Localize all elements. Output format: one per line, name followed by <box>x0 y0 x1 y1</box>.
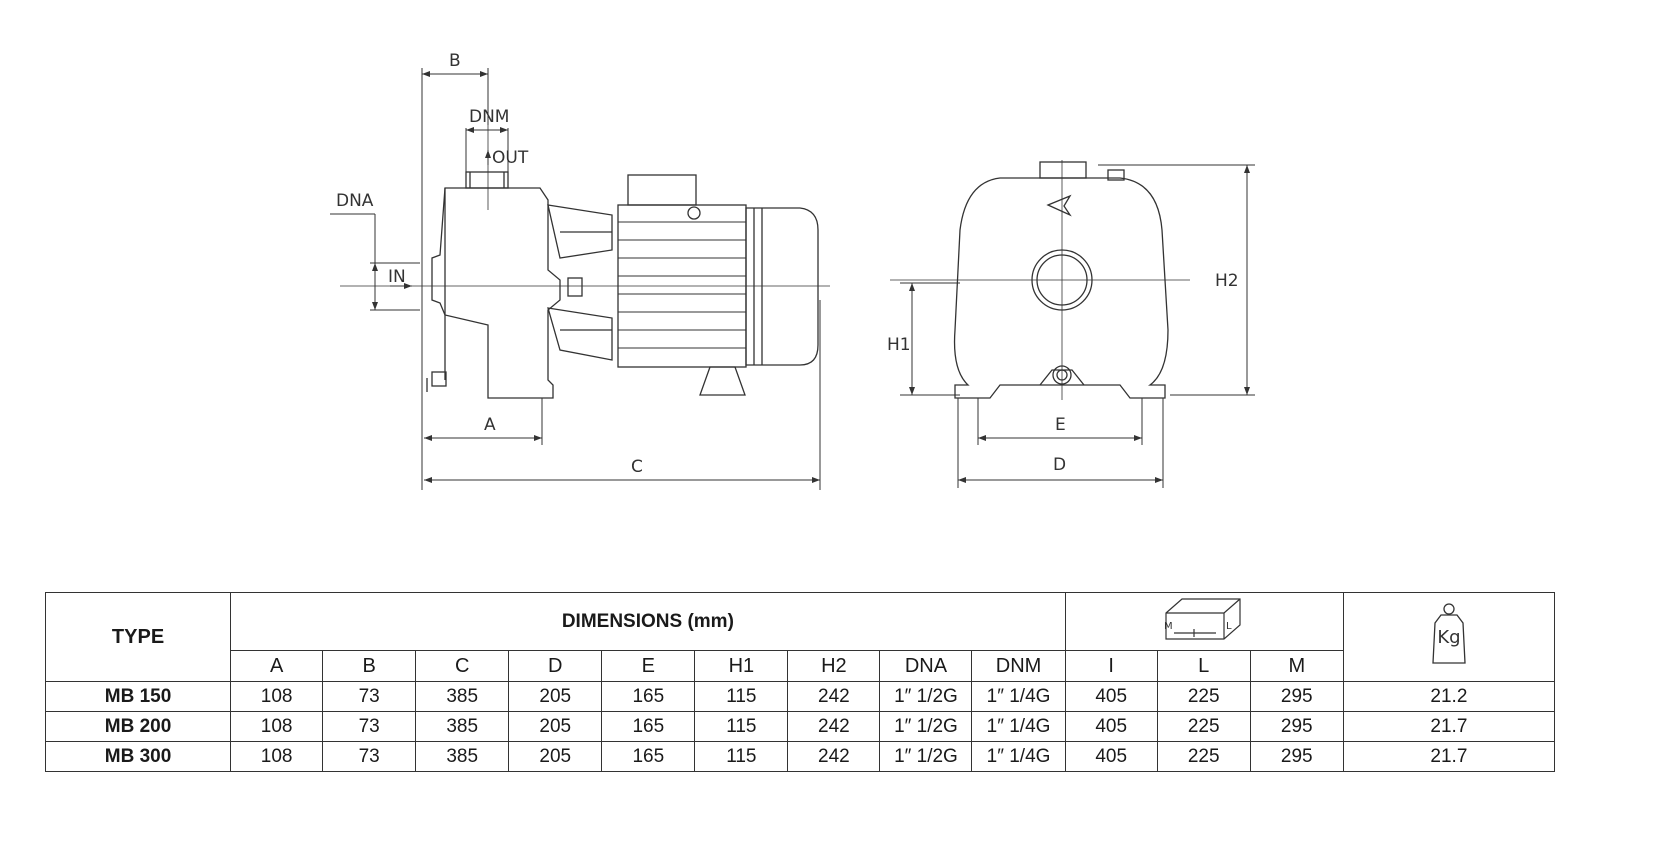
weight-header: Kg <box>1342 592 1556 682</box>
cell: 405 <box>1064 681 1158 712</box>
row-type: MB 150 <box>44 681 232 712</box>
weight-icon: Kg <box>1432 603 1466 664</box>
box-icon: M L <box>1164 597 1241 640</box>
row-type: MB 300 <box>44 741 232 772</box>
row-type: MB 200 <box>44 711 232 742</box>
dimensions-unit: (mm) <box>687 610 734 632</box>
label-h1: H1 <box>887 335 911 355</box>
cell: 73 <box>322 711 417 742</box>
cell: 295 <box>1249 711 1344 742</box>
cell: 205 <box>508 741 603 772</box>
cell: 108 <box>230 711 324 742</box>
col-l: L <box>1156 650 1251 682</box>
cell: 108 <box>230 681 324 712</box>
cell: 115 <box>694 711 789 742</box>
cell: 242 <box>787 711 881 742</box>
cell: 405 <box>1064 711 1158 742</box>
cell: 165 <box>601 681 696 712</box>
pump-side-view <box>340 125 830 399</box>
table-row: MB 150 108 73 385 205 165 115 242 1″ 1/2… <box>44 681 1556 712</box>
pump-front-view <box>890 160 1190 400</box>
cell: 295 <box>1249 741 1344 772</box>
cell: 1″ 1/2G <box>879 741 973 772</box>
cell: 165 <box>601 741 696 772</box>
col-b: B <box>322 650 417 682</box>
box-label-l: L <box>1226 621 1232 632</box>
cell: 405 <box>1064 741 1158 772</box>
col-h1: H1 <box>694 650 789 682</box>
label-out: OUT <box>492 148 529 168</box>
dimensions-header: DIMENSIONS (mm) <box>230 592 1066 651</box>
cell: 242 <box>787 681 881 712</box>
col-m: M <box>1249 650 1344 682</box>
dimensions-title: DIMENSIONS <box>561 610 683 632</box>
label-a: A <box>484 415 496 435</box>
front-dimension-lines <box>900 164 1255 488</box>
cell: 73 <box>322 741 417 772</box>
label-in: IN <box>388 267 406 287</box>
cell: 115 <box>694 741 789 772</box>
label-dna: DNA <box>336 191 374 211</box>
cell: 385 <box>415 681 510 712</box>
weight-label: Kg <box>1437 627 1460 648</box>
cell: 225 <box>1156 681 1251 712</box>
type-header: TYPE <box>44 592 232 682</box>
cell: 1″ 1/4G <box>971 711 1066 742</box>
cell: 385 <box>415 741 510 772</box>
cell: 205 <box>508 681 603 712</box>
table-row: MB 300 108 73 385 205 165 115 242 1″ 1/2… <box>44 741 1556 772</box>
label-h2: H2 <box>1215 271 1239 291</box>
col-c: C <box>415 650 510 682</box>
cell: 115 <box>694 681 789 712</box>
dimensions-table: TYPE DIMENSIONS (mm) M L <box>44 592 1556 772</box>
cell: 1″ 1/4G <box>971 681 1066 712</box>
weight-cell: 21.2 <box>1342 681 1556 712</box>
weight-cell: 21.7 <box>1342 741 1556 772</box>
cell: 1″ 1/2G <box>879 711 973 742</box>
cell: 385 <box>415 711 510 742</box>
table-row: MB 200 108 73 385 205 165 115 242 1″ 1/2… <box>44 711 1556 742</box>
cell: 1″ 1/4G <box>971 741 1066 772</box>
cell: 73 <box>322 681 417 712</box>
dimension-arrowheads <box>372 71 1250 483</box>
cell: 225 <box>1156 741 1251 772</box>
label-d: D <box>1053 455 1066 475</box>
weight-cell: 21.7 <box>1342 711 1556 742</box>
cell: 225 <box>1156 711 1251 742</box>
label-dnm: DNM <box>469 107 509 127</box>
col-i: I <box>1064 650 1158 682</box>
box-label-m: M <box>1164 621 1173 632</box>
col-e: E <box>601 650 696 682</box>
col-h2: H2 <box>787 650 881 682</box>
cell: 295 <box>1249 681 1344 712</box>
label-c: C <box>631 457 643 477</box>
col-dna: DNA <box>879 650 973 682</box>
packing-box-header: M L <box>1064 592 1344 651</box>
cell: 1″ 1/2G <box>879 681 973 712</box>
col-dnm: DNM <box>971 650 1066 682</box>
cell: 165 <box>601 711 696 742</box>
pump-dimension-drawing: B DNM OUT DNA IN A C H2 H1 E D <box>330 51 1255 490</box>
cell: 205 <box>508 711 603 742</box>
col-d: D <box>508 650 603 682</box>
col-a: A <box>230 650 324 682</box>
cell: 242 <box>787 741 881 772</box>
label-b: B <box>449 51 461 71</box>
cell: 108 <box>230 741 324 772</box>
label-e: E <box>1055 415 1066 435</box>
